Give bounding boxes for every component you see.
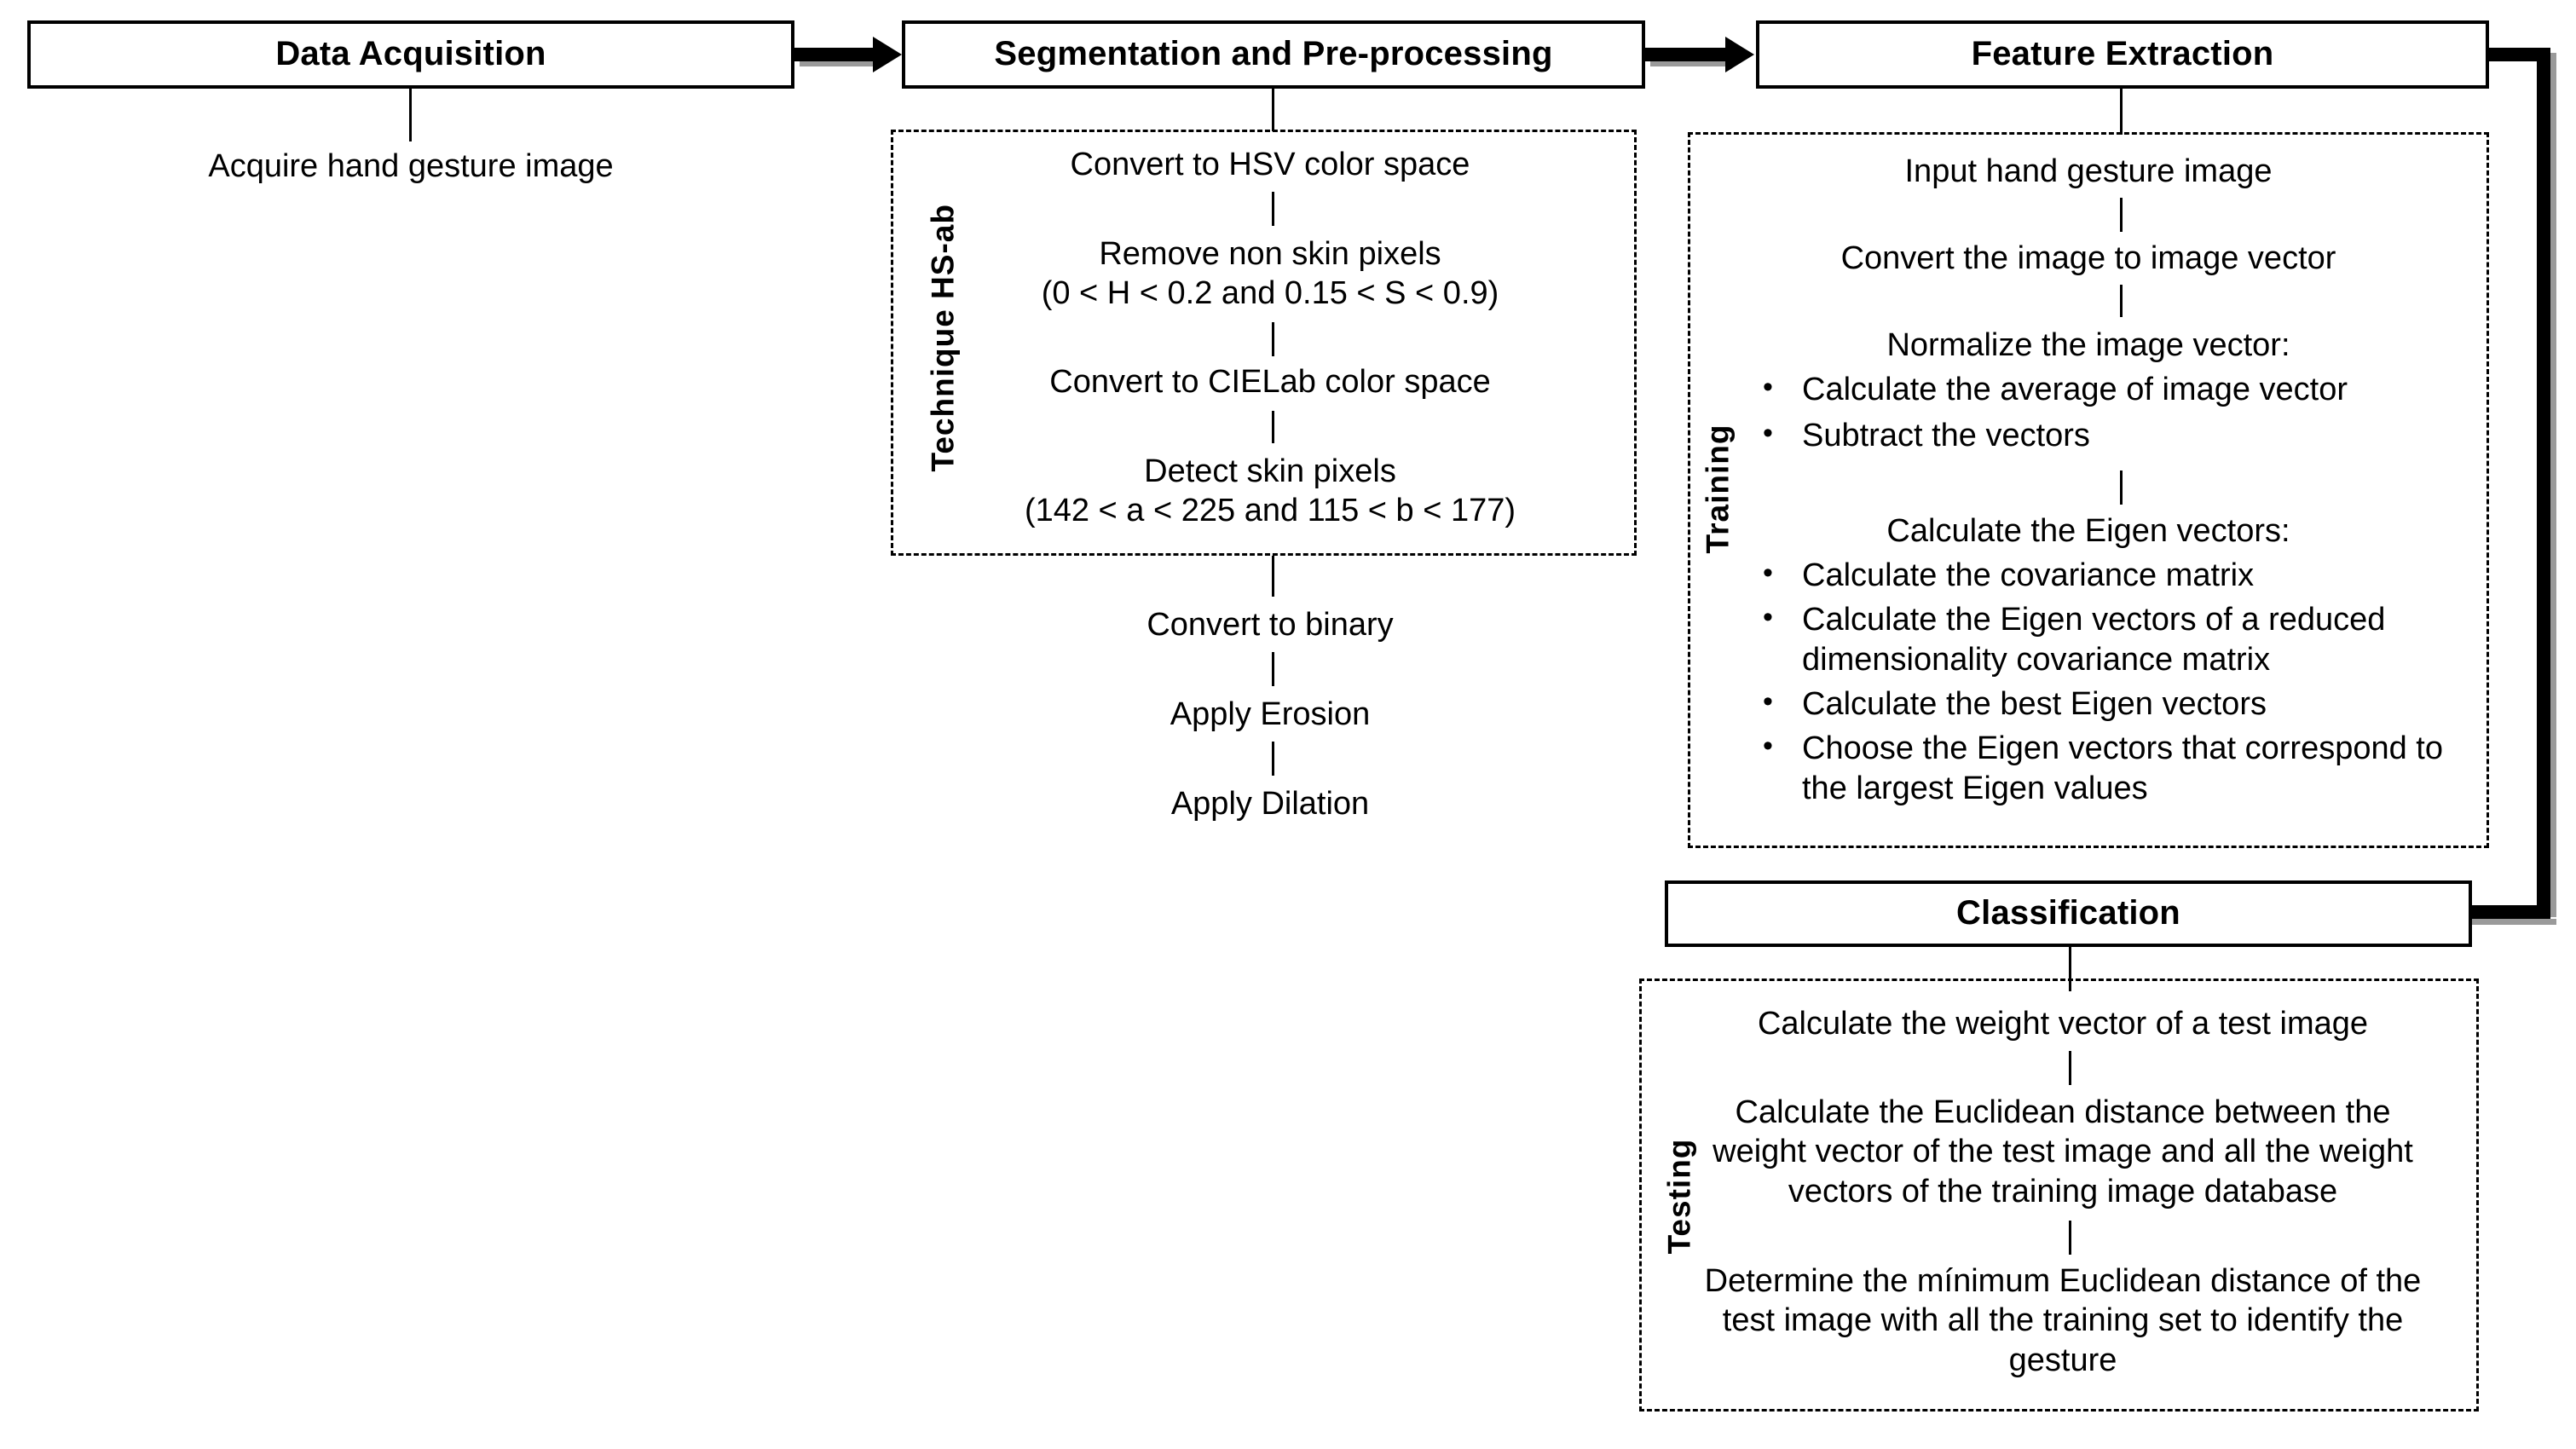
bullet-list-normalize: • Calculate the average of image vector … bbox=[1763, 370, 2462, 456]
heading-normalize-image-vector: Normalize the image vector: bbox=[1886, 327, 2290, 363]
step-calculate-euclidean-distance: Calculate the Euclidean distance between… bbox=[1713, 1094, 2413, 1209]
step-convert-to-hsv: Convert to HSV color space bbox=[1070, 147, 1470, 182]
stage-label-classification: Classification bbox=[1956, 894, 2180, 932]
connector-hsv-to-remove-nonskin bbox=[1272, 192, 1274, 226]
bullet-glyph: • bbox=[1763, 685, 1773, 719]
stage-label-feature-extraction: Feature Extraction bbox=[1971, 35, 2274, 72]
arrow-route-top-segment bbox=[2489, 48, 2550, 61]
step-acquire-hand-gesture-image: Acquire hand gesture image bbox=[208, 148, 614, 184]
group-testing bbox=[1639, 979, 2479, 1411]
stage-label-segmentation: Segmentation and Pre-processing bbox=[994, 35, 1553, 72]
bullet-list-eigen: • Calculate the covariance matrix • Calc… bbox=[1763, 556, 2462, 808]
list-item: • Calculate the best Eigen vectors bbox=[1763, 684, 2462, 724]
stage-box-segmentation[interactable]: Segmentation and Pre-processing bbox=[902, 20, 1645, 89]
list-item: • Calculate the Eigen vectors of a reduc… bbox=[1763, 600, 2462, 679]
arrow-route-bottom-shadow bbox=[2431, 919, 2556, 925]
step-detect-skin-pixels: Detect skin pixels (142 < a < 225 and 11… bbox=[1024, 453, 1516, 529]
arrow-acquisition-to-segmentation bbox=[794, 37, 902, 72]
connector-binary-to-erosion bbox=[1272, 652, 1274, 686]
bullet-choose-eigen-vectors-largest-values: Choose the Eigen vectors that correspond… bbox=[1802, 730, 2444, 806]
stage-box-data-acquisition[interactable]: Data Acquisition bbox=[27, 20, 794, 89]
connector-segmentation-to-dashbox bbox=[1272, 89, 1274, 131]
connector-classification-to-dashbox bbox=[2069, 947, 2071, 991]
bullet-calculate-average-of-image-vector: Calculate the average of image vector bbox=[1802, 372, 2348, 407]
connector-dashbox-to-convert-binary bbox=[1272, 556, 1274, 597]
connector-convert-vector-to-normalize bbox=[2120, 285, 2123, 317]
bullet-calculate-covariance-matrix: Calculate the covariance matrix bbox=[1802, 557, 2255, 593]
list-item: • Calculate the covariance matrix bbox=[1763, 556, 2462, 595]
connector-data-acquisition-to-step bbox=[409, 89, 412, 141]
list-item: • Calculate the average of image vector bbox=[1763, 370, 2462, 409]
bullet-glyph: • bbox=[1763, 371, 1773, 403]
connector-weight-vector-to-euclidean bbox=[2069, 1051, 2071, 1085]
connector-erosion-to-dilation bbox=[1272, 742, 1274, 776]
bullet-glyph: • bbox=[1763, 557, 1773, 589]
step-apply-dilation: Apply Dilation bbox=[1170, 786, 1370, 822]
list-item: • Choose the Eigen vectors that correspo… bbox=[1763, 729, 2462, 808]
bullet-glyph: • bbox=[1763, 601, 1773, 634]
connector-euclidean-to-determine-minimum bbox=[2069, 1221, 2071, 1255]
step-calculate-weight-vector-test-image: Calculate the weight vector of a test im… bbox=[1757, 1006, 2369, 1042]
connector-normalize-to-eigen bbox=[2120, 470, 2123, 505]
stage-box-feature-extraction[interactable]: Feature Extraction bbox=[1756, 20, 2489, 89]
step-convert-image-to-vector: Convert the image to image vector bbox=[1840, 240, 2336, 276]
arrow-route-vertical-segment bbox=[2537, 48, 2550, 912]
connector-remove-nonskin-to-cielab bbox=[1272, 322, 1274, 356]
bullet-subtract-the-vectors: Subtract the vectors bbox=[1802, 418, 2090, 454]
connector-input-to-convert-vector bbox=[2120, 198, 2123, 232]
group-label-training: Training bbox=[1700, 424, 1736, 554]
list-item: • Subtract the vectors bbox=[1763, 416, 2462, 455]
step-convert-to-cielab: Convert to CIELab color space bbox=[1049, 364, 1491, 400]
group-technique-hs-ab bbox=[891, 130, 1637, 556]
arrow-segmentation-to-feature-extraction bbox=[1645, 37, 1756, 72]
bullet-calculate-best-eigen-vectors: Calculate the best Eigen vectors bbox=[1802, 686, 2267, 723]
group-training bbox=[1688, 132, 2489, 848]
connector-cielab-to-detect-skin bbox=[1272, 411, 1274, 443]
step-apply-erosion: Apply Erosion bbox=[1170, 696, 1371, 732]
connector-feature-extraction-to-dashbox bbox=[2120, 89, 2123, 135]
bullet-glyph: • bbox=[1763, 730, 1773, 763]
arrow-route-vertical-shadow bbox=[2550, 53, 2556, 917]
bullet-glyph: • bbox=[1763, 417, 1773, 450]
stage-box-classification[interactable]: Classification bbox=[1665, 880, 2472, 947]
step-convert-to-binary: Convert to binary bbox=[1146, 607, 1394, 643]
stage-label-data-acquisition: Data Acquisition bbox=[275, 35, 546, 72]
heading-calculate-eigen-vectors: Calculate the Eigen vectors: bbox=[1886, 513, 2290, 549]
step-input-hand-gesture-image: Input hand gesture image bbox=[1904, 153, 2273, 189]
step-remove-non-skin-pixels: Remove non skin pixels (0 < H < 0.2 and … bbox=[1041, 236, 1499, 312]
bullet-calculate-eigen-vectors-reduced-dimensionality: Calculate the Eigen vectors of a reduced… bbox=[1802, 602, 2386, 678]
step-determine-minimum-euclidean-distance: Determine the mínimum Euclidean distance… bbox=[1704, 1263, 2422, 1378]
